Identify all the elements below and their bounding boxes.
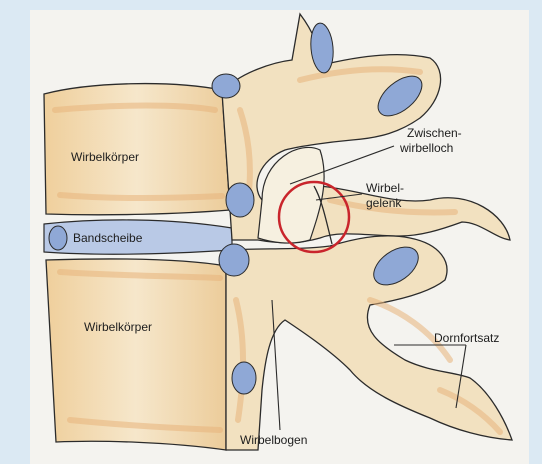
label-foramen-line1: Zwischen- bbox=[407, 126, 462, 140]
label-vertebral-body-bottom: Wirbelkörper bbox=[84, 320, 152, 334]
label-spinous-process: Dornfortsatz bbox=[434, 331, 499, 345]
label-vertebral-body-top: Wirbelkörper bbox=[71, 150, 139, 164]
label-facet-line2: gelenk bbox=[366, 196, 401, 210]
label-facet-line1: Wirbel- bbox=[366, 181, 404, 195]
label-vertebral-arch: Wirbelbogen bbox=[240, 433, 307, 447]
label-intervertebral-disc: Bandscheibe bbox=[73, 231, 142, 245]
label-foramen-line2: wirbelloch bbox=[400, 141, 453, 155]
